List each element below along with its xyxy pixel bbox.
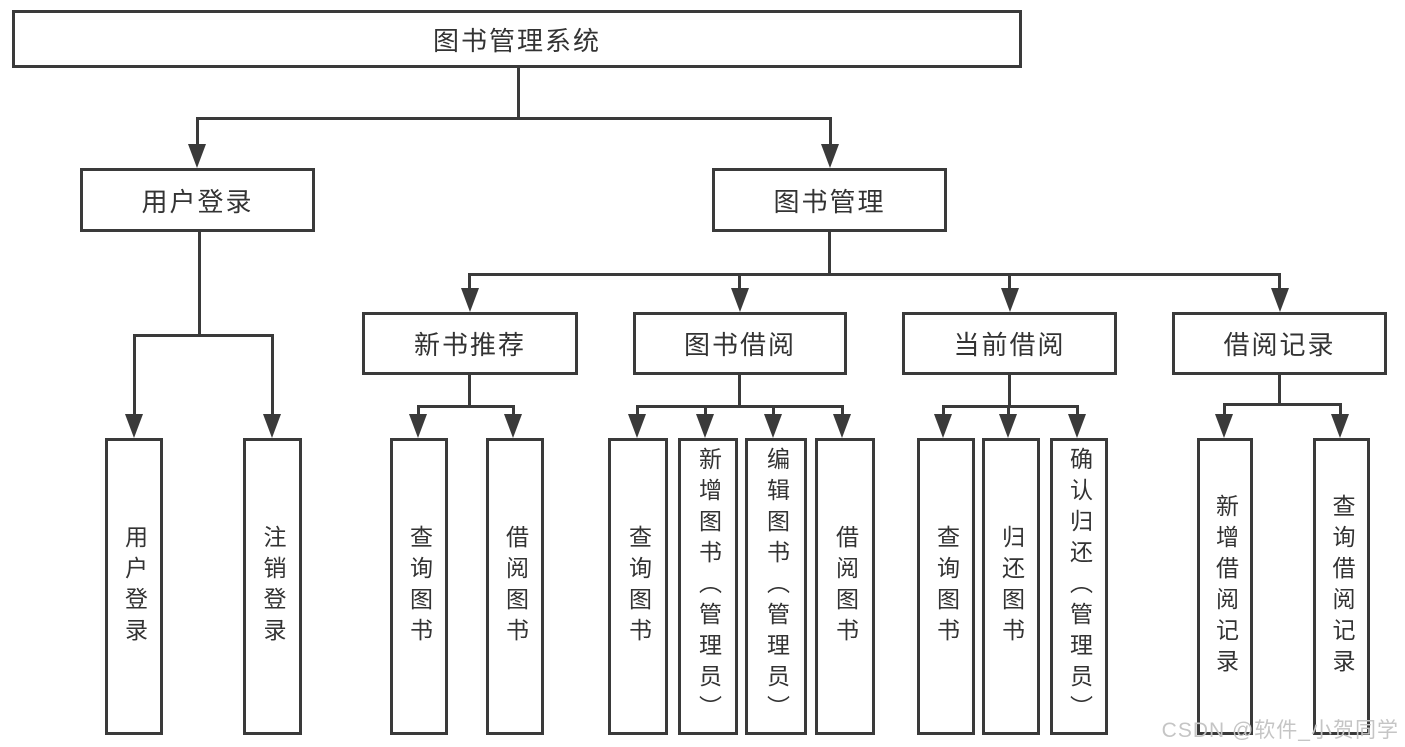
- leaf-logout: 注销登录: [243, 438, 302, 735]
- leaf-label: 新增图书（管理员）: [695, 447, 722, 726]
- leaf-edit-books-admin: 编辑图书（管理员）: [745, 438, 807, 735]
- watermark: CSDN @软件_小贺同学: [1161, 719, 1399, 742]
- connector-line: [1008, 375, 1011, 407]
- connector-line: [417, 406, 420, 416]
- leaf-query-books-current: 查询图书: [917, 438, 975, 735]
- arrow-down-icon: [696, 414, 714, 438]
- node-book-borrow: 图书借阅: [633, 312, 847, 375]
- node-label: 图书管理: [773, 186, 886, 217]
- leaf-label: 查询图书: [933, 524, 960, 649]
- arrow-down-icon: [999, 414, 1017, 438]
- node-user-login: 用户登录: [80, 168, 315, 232]
- node-new-book-recommend: 新书推荐: [362, 312, 578, 375]
- connector-line: [198, 232, 201, 336]
- leaf-user-login: 用户登录: [105, 438, 163, 735]
- leaf-label: 注销登录: [260, 524, 286, 649]
- arrow-down-icon: [1001, 288, 1019, 312]
- arrow-down-icon: [764, 414, 782, 438]
- connector-line: [704, 406, 707, 416]
- connector-line: [1339, 404, 1342, 416]
- node-label: 新书推荐: [413, 330, 526, 360]
- connector-line: [942, 406, 945, 416]
- arrow-down-icon: [188, 144, 206, 168]
- leaf-add-borrow-record: 新增借阅记录: [1197, 438, 1253, 735]
- arrow-down-icon: [125, 414, 143, 438]
- leaf-query-books-recommend: 查询图书: [390, 438, 448, 735]
- connector-line: [468, 273, 1281, 276]
- connector-line: [1076, 406, 1079, 416]
- leaf-confirm-return-admin: 确认归还（管理员）: [1050, 438, 1108, 735]
- connector-line: [468, 375, 471, 407]
- connector-line: [1223, 404, 1226, 416]
- arrow-down-icon: [934, 414, 952, 438]
- connector-line: [636, 406, 639, 416]
- connector-line: [772, 406, 775, 416]
- arrow-down-icon: [1271, 288, 1289, 312]
- leaf-label: 新增借阅记录: [1212, 493, 1239, 680]
- connector-line: [1278, 375, 1281, 405]
- node-label: 用户登录: [141, 186, 254, 217]
- leaf-label: 编辑图书（管理员）: [763, 447, 790, 726]
- connector-line: [512, 406, 515, 416]
- arrow-down-icon: [731, 288, 749, 312]
- leaf-label: 查询图书: [625, 524, 652, 649]
- connector-line: [738, 375, 741, 407]
- node-label: 借阅记录: [1223, 330, 1336, 360]
- connector-line: [468, 274, 471, 290]
- leaf-label: 确认归还（管理员）: [1066, 447, 1093, 726]
- node-label: 当前借阅: [953, 330, 1066, 360]
- connector-line: [841, 406, 844, 416]
- node-label: 图书管理系统: [432, 25, 601, 56]
- leaf-label: 借阅图书: [502, 524, 529, 649]
- connector-line: [1223, 403, 1342, 406]
- connector-line: [829, 118, 832, 146]
- leaf-borrow-books: 借阅图书: [815, 438, 875, 735]
- connector-line: [417, 405, 515, 408]
- connector-line: [133, 334, 136, 416]
- arrow-down-icon: [628, 414, 646, 438]
- leaf-label: 查询图书: [406, 524, 433, 649]
- leaf-query-books-borrow: 查询图书: [608, 438, 668, 735]
- connector-line: [133, 334, 274, 337]
- arrow-down-icon: [1068, 414, 1086, 438]
- leaf-return-books: 归还图书: [982, 438, 1040, 735]
- connector-line: [517, 68, 520, 120]
- leaf-borrow-books-recommend: 借阅图书: [486, 438, 544, 735]
- arrow-down-icon: [263, 414, 281, 438]
- node-current-borrow: 当前借阅: [902, 312, 1117, 375]
- connector-line: [1008, 274, 1011, 290]
- arrow-down-icon: [1215, 414, 1233, 438]
- connector-line: [1007, 406, 1010, 416]
- node-label: 图书借阅: [683, 330, 796, 360]
- node-borrow-records: 借阅记录: [1172, 312, 1387, 375]
- arrow-down-icon: [1331, 414, 1349, 438]
- connector-line: [738, 274, 741, 290]
- node-book-management: 图书管理: [712, 168, 947, 232]
- arrow-down-icon: [504, 414, 522, 438]
- arrow-down-icon: [821, 144, 839, 168]
- leaf-add-books-admin: 新增图书（管理员）: [678, 438, 738, 735]
- connector-line: [942, 405, 1079, 408]
- arrow-down-icon: [833, 414, 851, 438]
- leaf-label: 查询借阅记录: [1329, 493, 1355, 680]
- connector-line: [196, 117, 832, 120]
- connector-line: [828, 232, 831, 276]
- leaf-label: 归还图书: [998, 524, 1025, 649]
- leaf-label: 借阅图书: [832, 524, 859, 649]
- arrow-down-icon: [461, 288, 479, 312]
- connector-line: [1278, 274, 1281, 290]
- connector-line: [636, 405, 844, 408]
- node-library-system: 图书管理系统: [12, 10, 1022, 68]
- leaf-label: 用户登录: [121, 524, 148, 649]
- connector-line: [271, 334, 274, 416]
- connector-line: [196, 118, 199, 146]
- leaf-query-borrow-record: 查询借阅记录: [1313, 438, 1370, 735]
- arrow-down-icon: [409, 414, 427, 438]
